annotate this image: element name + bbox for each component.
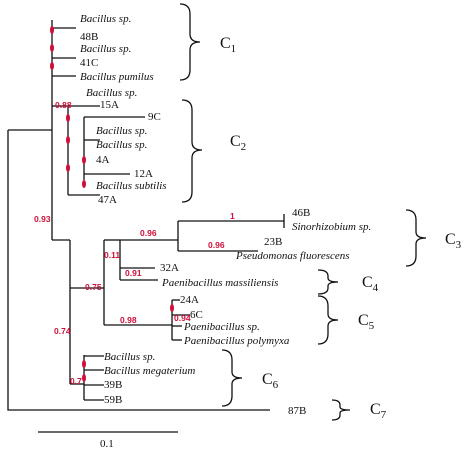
bootstrap-label: 0.7 — [70, 376, 82, 386]
node-marker — [66, 164, 70, 172]
bootstrap-label: 0.93 — [34, 214, 51, 224]
node-marker — [170, 304, 174, 312]
node-marker — [50, 44, 54, 52]
brace-c3 — [405, 209, 427, 267]
bootstrap-label: 0.74 — [54, 326, 71, 336]
brace-c6 — [221, 349, 243, 407]
bootstrap-label: 0.98 — [120, 315, 137, 325]
node-marker — [82, 180, 86, 188]
leaf-labels: Bacillus sp. 48B Bacillus sp. 41C Bacill… — [80, 13, 371, 417]
bootstrap-label: 0.11 — [104, 250, 120, 260]
bootstrap-values: 0.88 0.93 1 0.96 0.96 0.11 0.91 0.75 0.9… — [34, 100, 235, 386]
leaf-label: Bacillus sp. — [104, 351, 155, 363]
leaf-label: 32A — [160, 262, 179, 274]
brace-c5 — [317, 295, 339, 345]
bootstrap-label: 0.96 — [208, 240, 225, 250]
bootstrap-label: 0.88 — [55, 100, 72, 110]
leaf-label: Bacillus pumilus — [80, 71, 154, 83]
scale-bar-label: 0.1 — [100, 438, 114, 450]
leaf-label: Paenibacillus massiliensis — [161, 277, 278, 289]
cluster-label-c7: C7 — [370, 401, 387, 421]
leaf-label: Pseudomonas fluorescens — [235, 250, 350, 262]
node-marker — [66, 136, 70, 144]
leaf-label: 59B — [104, 394, 122, 406]
leaf-label: 6C — [190, 309, 203, 321]
node-markers — [50, 26, 174, 382]
leaf-label: Bacillus sp. — [80, 43, 131, 55]
leaf-label: Paenibacillus sp. — [183, 321, 260, 333]
leaf-label: Bacillus sp. — [96, 125, 147, 137]
bootstrap-label: 0.91 — [125, 268, 142, 278]
leaf-label: Bacillus sp. — [96, 139, 147, 151]
leaf-label: 15A — [100, 99, 119, 111]
cluster-labels: C1 C2 C3 C4 C5 C6 C7 — [220, 35, 462, 421]
tree-branches — [7, 20, 285, 411]
leaf-label: 12A — [134, 168, 153, 180]
brace-c2 — [181, 99, 203, 203]
leaf-label: Bacillus sp. — [80, 13, 131, 25]
cluster-label-c2: C2 — [230, 133, 246, 153]
bootstrap-label: 0.75 — [85, 282, 102, 292]
bootstrap-label: 0.96 — [140, 228, 157, 238]
leaf-label: 41C — [80, 57, 98, 69]
root-branch — [7, 130, 270, 411]
cluster-label-c1: C1 — [220, 35, 236, 55]
leaf-label: 23B — [264, 236, 282, 248]
leaf-label: 24A — [180, 294, 199, 306]
bootstrap-label: 1 — [230, 211, 235, 221]
leaf-label: 4A — [96, 154, 110, 166]
leaf-label: 87B — [288, 405, 306, 417]
node-marker — [82, 374, 86, 382]
node-marker — [82, 360, 86, 368]
leaf-label: Sinorhizobium sp. — [292, 221, 371, 233]
brace-c4 — [317, 269, 339, 295]
node-marker — [66, 114, 70, 122]
brace-c7 — [331, 399, 351, 421]
cluster-label-c4: C4 — [362, 274, 379, 294]
cluster-label-c5: C5 — [358, 312, 375, 332]
leaf-label: Paenibacillus polymyxa — [183, 335, 290, 347]
bootstrap-label: 0.94 — [174, 313, 191, 323]
node-marker — [82, 156, 86, 164]
cluster-label-c3: C3 — [445, 231, 462, 251]
cluster-braces — [179, 3, 427, 421]
cluster-label-c6: C6 — [262, 371, 279, 391]
leaf-label: 46B — [292, 207, 310, 219]
leaf-label: Bacillus megaterium — [104, 365, 195, 377]
leaf-label: 48B — [80, 31, 98, 43]
leaf-label: 9C — [148, 111, 161, 123]
leaf-label: Bacillus subtilis — [96, 180, 167, 192]
leaf-label: Bacillus sp. — [86, 87, 137, 99]
leaf-label: 39B — [104, 379, 122, 391]
leaf-label: 47A — [98, 194, 117, 206]
scale-bar: 0.1 — [38, 431, 178, 450]
node-marker — [50, 26, 54, 34]
brace-c1 — [179, 3, 201, 81]
node-marker — [50, 62, 54, 70]
